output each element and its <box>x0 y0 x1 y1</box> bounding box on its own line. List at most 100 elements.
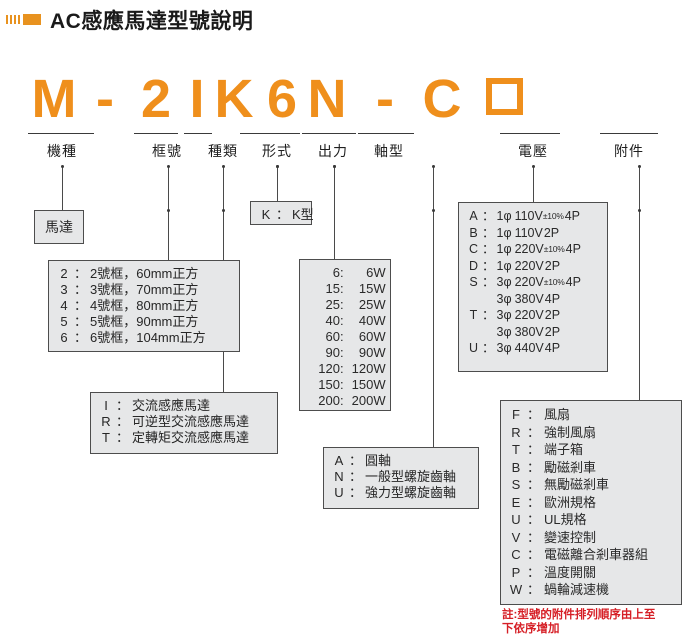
row-key: A <box>334 453 344 468</box>
row-separator: : <box>340 329 344 344</box>
row: R：可逆型交流感應馬達 <box>99 414 269 430</box>
row-key: 2 <box>60 266 68 281</box>
row-value: 一般型螺旋齒軸 <box>365 469 457 484</box>
row-value: 無勵磁剎車 <box>544 477 610 492</box>
row-separator: ： <box>349 485 363 500</box>
category-underline <box>358 133 414 134</box>
row: 120:120W <box>308 361 385 377</box>
box-form: K：K型 <box>250 201 314 228</box>
row-value: 圓軸 <box>365 453 392 468</box>
category-label-0: 機種 <box>47 143 77 159</box>
row-separator: : <box>340 281 344 296</box>
row-poles: 4P <box>544 291 561 306</box>
row-value: 可逆型交流感應馬達 <box>132 414 250 429</box>
row-separator: ： <box>527 424 541 440</box>
row-key: W <box>509 582 523 597</box>
row: P：溫度開關 <box>509 564 673 582</box>
row: N：一般型螺旋齒軸 <box>332 469 470 485</box>
row-key: S <box>469 275 478 289</box>
leader-line-0 <box>61 165 64 211</box>
leader-segment-0 <box>167 209 170 260</box>
row-value: 150W <box>351 377 386 392</box>
row-value: 3號框，70mm正方 <box>90 282 199 297</box>
category-label-4: 出力 <box>318 143 348 159</box>
row: 150:150W <box>308 377 385 393</box>
row-value: 200W <box>351 393 386 408</box>
row-key: U <box>334 485 344 500</box>
row: 2 ：2號框，60mm正方 <box>57 266 231 282</box>
row: C：電磁離合剎車器組 <box>509 546 673 564</box>
category-underline <box>28 133 94 134</box>
row-value: UL規格 <box>544 512 587 527</box>
row-value: 強制風扇 <box>544 424 597 440</box>
model-char: C <box>422 69 462 129</box>
row-poles: 4P <box>564 209 581 223</box>
row-separator: ： <box>527 407 541 422</box>
row-poles: 2P <box>544 308 561 322</box>
row-value: 2號框，60mm正方 <box>90 266 199 281</box>
row: A：圓軸 <box>332 453 470 469</box>
row-value: 4號框，80mm正方 <box>90 298 199 313</box>
row-separator: ： <box>74 266 88 281</box>
leader-segment-5 <box>638 209 641 400</box>
row-separator: ： <box>527 459 541 475</box>
row-separator: ： <box>482 225 495 240</box>
row-value: 強力型螺旋齒軸 <box>365 485 457 500</box>
row-separator: ： <box>527 564 541 580</box>
row-separator: : <box>340 313 344 328</box>
row-value: 40W <box>358 313 386 328</box>
row-separator: : <box>340 265 344 280</box>
row-key: 120 <box>318 361 340 376</box>
row-separator: ： <box>527 494 541 510</box>
model-char: - <box>376 69 394 129</box>
row-value: 勵磁剎車 <box>544 459 597 475</box>
row-key: E <box>511 494 521 510</box>
category-label-3: 形式 <box>262 143 292 159</box>
row-key: 5 <box>60 314 68 329</box>
row-key: R <box>101 414 111 429</box>
row-poles: 4P <box>565 275 581 289</box>
row: S：無勵磁剎車 <box>509 476 673 494</box>
leader-segment-2 <box>276 165 279 201</box>
row-value: 5號框，90mm正方 <box>90 314 199 329</box>
row-key: T <box>102 430 110 445</box>
row-key: K <box>261 207 271 222</box>
row-poles: 2P <box>543 225 560 240</box>
category-label-7: 附件 <box>614 143 644 159</box>
row-separator: : <box>340 297 344 312</box>
row-separator: ： <box>527 582 541 597</box>
row-phase: 3φ <box>496 291 512 306</box>
row-key: B <box>511 459 521 475</box>
row-key: D <box>468 258 479 273</box>
box-machine_type: 馬達 <box>34 210 84 244</box>
box-machine_type-rows: 馬達 <box>35 211 83 243</box>
row: W：蝸輪減速機 <box>509 581 673 599</box>
row-poles: 2P <box>544 258 561 273</box>
category-label-2: 種類 <box>208 143 238 159</box>
row-voltage: 220V <box>514 242 544 256</box>
row-value: 交流感應馬達 <box>132 398 211 413</box>
row-separator: ： <box>74 298 88 313</box>
row-key: 4 <box>60 298 68 313</box>
row-key: U <box>468 341 479 355</box>
model-char: M <box>31 69 77 129</box>
row-value: 6號框，104mm正方 <box>90 330 206 345</box>
row-tolerance: ±10% <box>542 211 564 221</box>
page-title: AC感應馬達型號說明 <box>50 10 254 33</box>
row: 15:15W <box>308 281 386 297</box>
row: E：歐洲規格 <box>509 494 673 512</box>
box-form-rows: K：K型 <box>251 202 314 228</box>
category-underline <box>134 133 178 134</box>
row-key: C <box>511 547 521 562</box>
row: 25:25W <box>308 297 386 313</box>
